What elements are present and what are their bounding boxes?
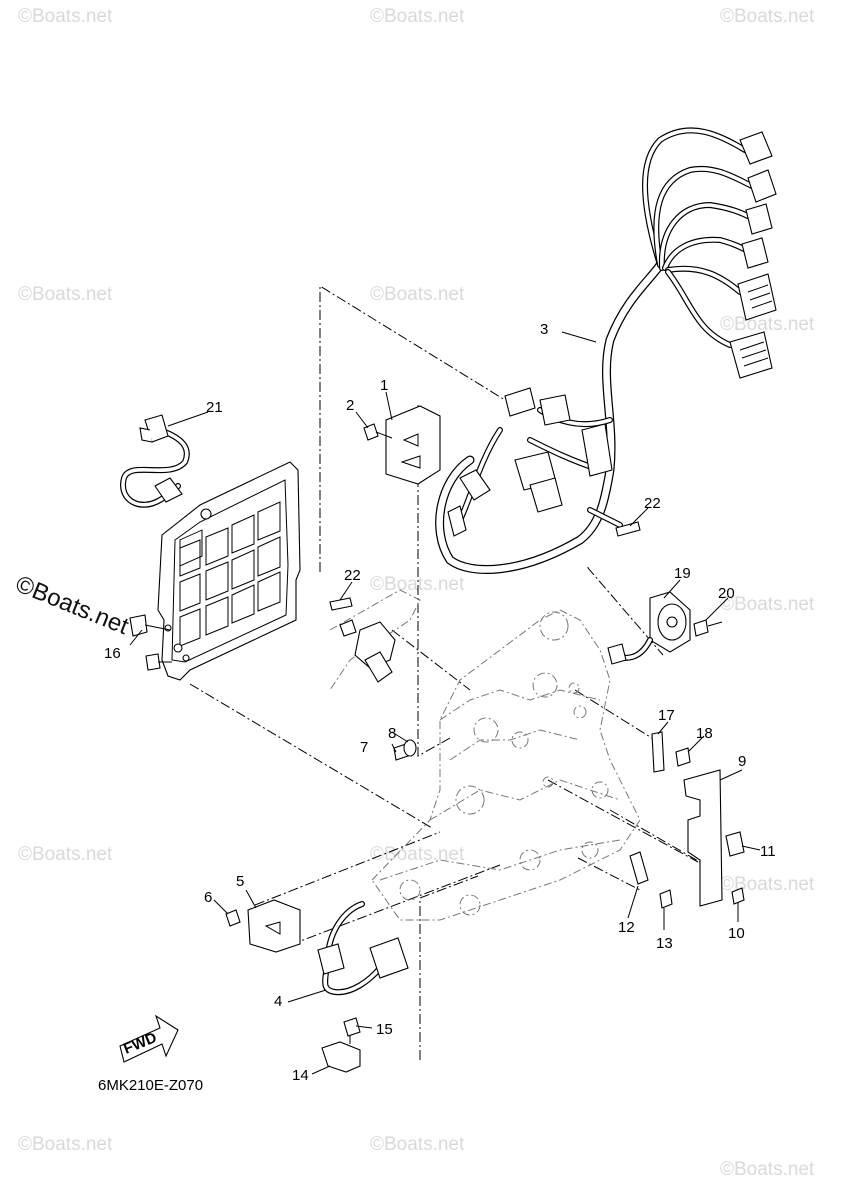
callout-19: 19 [674, 565, 691, 582]
callout-18: 18 [696, 725, 713, 742]
sensor-lead-4 [317, 901, 409, 996]
bracket-14-15 [321, 1017, 361, 1073]
watermark: ©Boats.net [18, 284, 113, 305]
callout-12: 12 [618, 919, 635, 936]
watermark: ©Boats.net [720, 594, 815, 615]
callout-16: 16 [104, 645, 121, 662]
callout-13: 13 [656, 935, 673, 952]
diagram-code: 6MK210E-Z070 [98, 1077, 203, 1094]
bracket-9 [683, 769, 745, 907]
callout-1: 1 [380, 377, 388, 394]
callout-22b: 22 [344, 567, 361, 584]
gasket-plate-5 [225, 899, 301, 953]
callout-15: 15 [376, 1021, 393, 1038]
sensor-lead [120, 414, 190, 508]
callout-2: 2 [346, 397, 354, 414]
callout-22: 22 [644, 495, 661, 512]
callout-17: 17 [658, 707, 675, 724]
callout-7: 7 [360, 739, 368, 756]
watermark: ©Boats.net [370, 1134, 465, 1155]
watermark: ©Boats.net [720, 874, 815, 895]
callout-3: 3 [540, 321, 548, 338]
sensor-19 [607, 591, 723, 665]
callout-21: 21 [206, 399, 223, 416]
callout-20: 20 [718, 585, 735, 602]
watermark: ©Boats.net [18, 844, 113, 865]
bracket-17-18 [651, 731, 691, 773]
callout-9: 9 [738, 753, 746, 770]
watermark: ©Boats.net [720, 6, 815, 27]
fwd-arrow: FWD [119, 1014, 179, 1063]
watermark: ©Boats.net [370, 284, 465, 305]
callout-14: 14 [292, 1067, 309, 1084]
callout-4: 4 [274, 993, 282, 1010]
callout-10: 10 [728, 925, 745, 942]
callout-5: 5 [236, 873, 244, 890]
clamp-12-13 [629, 851, 673, 909]
callout-6: 6 [204, 889, 212, 906]
watermark: ©Boats.net [370, 6, 465, 27]
watermark: ©Boats.net [18, 1134, 113, 1155]
sensor-assembly [329, 589, 421, 691]
watermark-large: ©Boats.net [12, 571, 133, 641]
watermarks: ©Boats.net ©Boats.net ©Boats.net ©Boats.… [12, 6, 815, 1180]
watermark: ©Boats.net [370, 844, 465, 865]
bolt-16 [129, 614, 172, 671]
watermark: ©Boats.net [720, 314, 815, 335]
gasket-plate-1 [385, 405, 441, 485]
reference-lines [189, 285, 701, 1062]
washer-7-8 [393, 739, 417, 761]
leader-lines [129, 331, 761, 1075]
watermark: ©Boats.net [18, 6, 113, 27]
callouts: 1 2 3 4 5 6 7 8 9 10 11 12 13 14 15 16 1… [104, 321, 776, 1084]
engine-block [371, 609, 641, 921]
callout-11: 11 [760, 843, 776, 860]
callout-8: 8 [388, 725, 396, 742]
bracket-plate [157, 461, 301, 681]
wiring-harness [435, 127, 777, 575]
grommet-22 [329, 521, 641, 611]
watermark: ©Boats.net [370, 574, 465, 595]
watermark: ©Boats.net [720, 1159, 815, 1180]
